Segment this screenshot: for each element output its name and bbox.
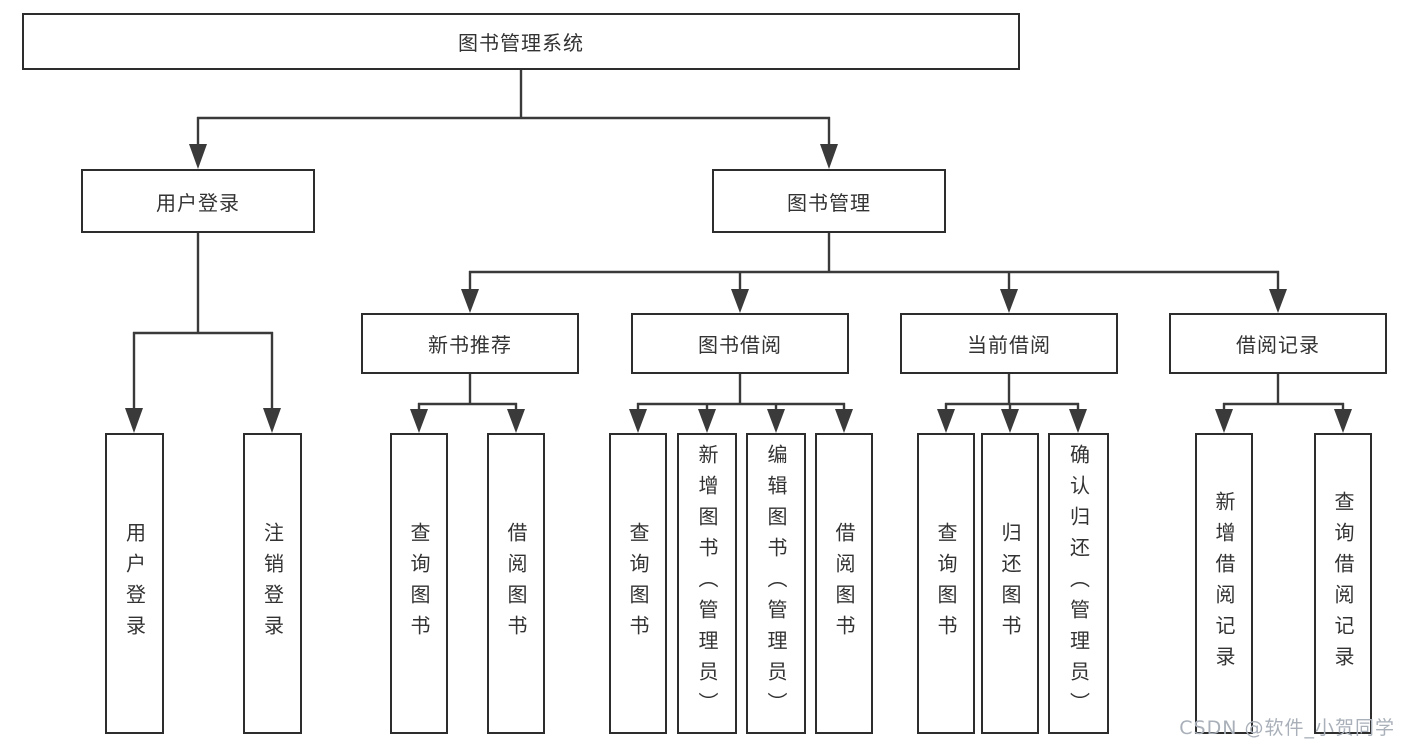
node-label: 查询图书 [934, 521, 958, 646]
node-label: 图书管理系统 [458, 31, 584, 55]
node-label: 用户登录 [122, 521, 147, 646]
node-label: 确认归还（管理员） [1066, 444, 1091, 723]
node-label: 当前借阅 [967, 333, 1051, 357]
node-label: 查询图书 [407, 521, 431, 646]
leaf-logout: 注销登录 [243, 433, 302, 734]
node-label: 查询借阅记录 [1331, 490, 1355, 677]
node-label: 注销登录 [260, 521, 285, 646]
node-label: 新增借阅记录 [1212, 490, 1236, 677]
connector-current-borrow-branch [937, 374, 1087, 433]
leaf-nb-query-books: 查询图书 [390, 433, 448, 734]
node-label: 借阅记录 [1236, 333, 1320, 357]
leaf-cb-return-books: 归还图书 [981, 433, 1039, 734]
csdn-watermark: CSDN @软件_小贺同学 [1179, 717, 1395, 739]
connector-book-management-to-level3 [461, 233, 1287, 313]
leaf-bb-edit-books-admin: 编辑图书（管理员） [746, 433, 806, 734]
node-label: 图书借阅 [698, 333, 782, 357]
node-book-management: 图书管理 [712, 169, 946, 233]
node-label: 借阅图书 [832, 521, 856, 646]
leaf-user-login: 用户登录 [105, 433, 164, 734]
connector-user-login-branch [125, 233, 281, 433]
connector-borrow-records-branch [1215, 374, 1352, 433]
leaf-cb-confirm-return-admin: 确认归还（管理员） [1048, 433, 1109, 734]
connector-new-book-recommend-branch [410, 374, 525, 433]
node-label: 图书管理 [787, 190, 871, 215]
node-new-book-recommend: 新书推荐 [361, 313, 579, 374]
node-label: 编辑图书（管理员） [764, 444, 788, 723]
node-book-borrow: 图书借阅 [631, 313, 849, 374]
node-label: 借阅图书 [504, 521, 528, 646]
node-label: 归还图书 [998, 521, 1022, 646]
node-user-login: 用户登录 [81, 169, 315, 233]
leaf-br-query-record: 查询借阅记录 [1314, 433, 1372, 734]
node-label: 新增图书（管理员） [695, 444, 719, 723]
node-current-borrow: 当前借阅 [900, 313, 1118, 374]
node-label: 用户登录 [156, 190, 240, 215]
node-borrow-records: 借阅记录 [1169, 313, 1387, 374]
connector-book-borrow-branch [629, 374, 853, 433]
leaf-bb-borrow-books: 借阅图书 [815, 433, 873, 734]
connector-root-to-level2 [189, 70, 838, 169]
leaf-bb-add-books-admin: 新增图书（管理员） [677, 433, 737, 734]
node-label: 新书推荐 [428, 333, 512, 357]
leaf-br-add-record: 新增借阅记录 [1195, 433, 1253, 734]
leaf-nb-borrow-books: 借阅图书 [487, 433, 545, 734]
node-root: 图书管理系统 [22, 13, 1020, 70]
leaf-cb-query-books: 查询图书 [917, 433, 975, 734]
leaf-bb-query-books: 查询图书 [609, 433, 667, 734]
node-label: 查询图书 [626, 521, 650, 646]
